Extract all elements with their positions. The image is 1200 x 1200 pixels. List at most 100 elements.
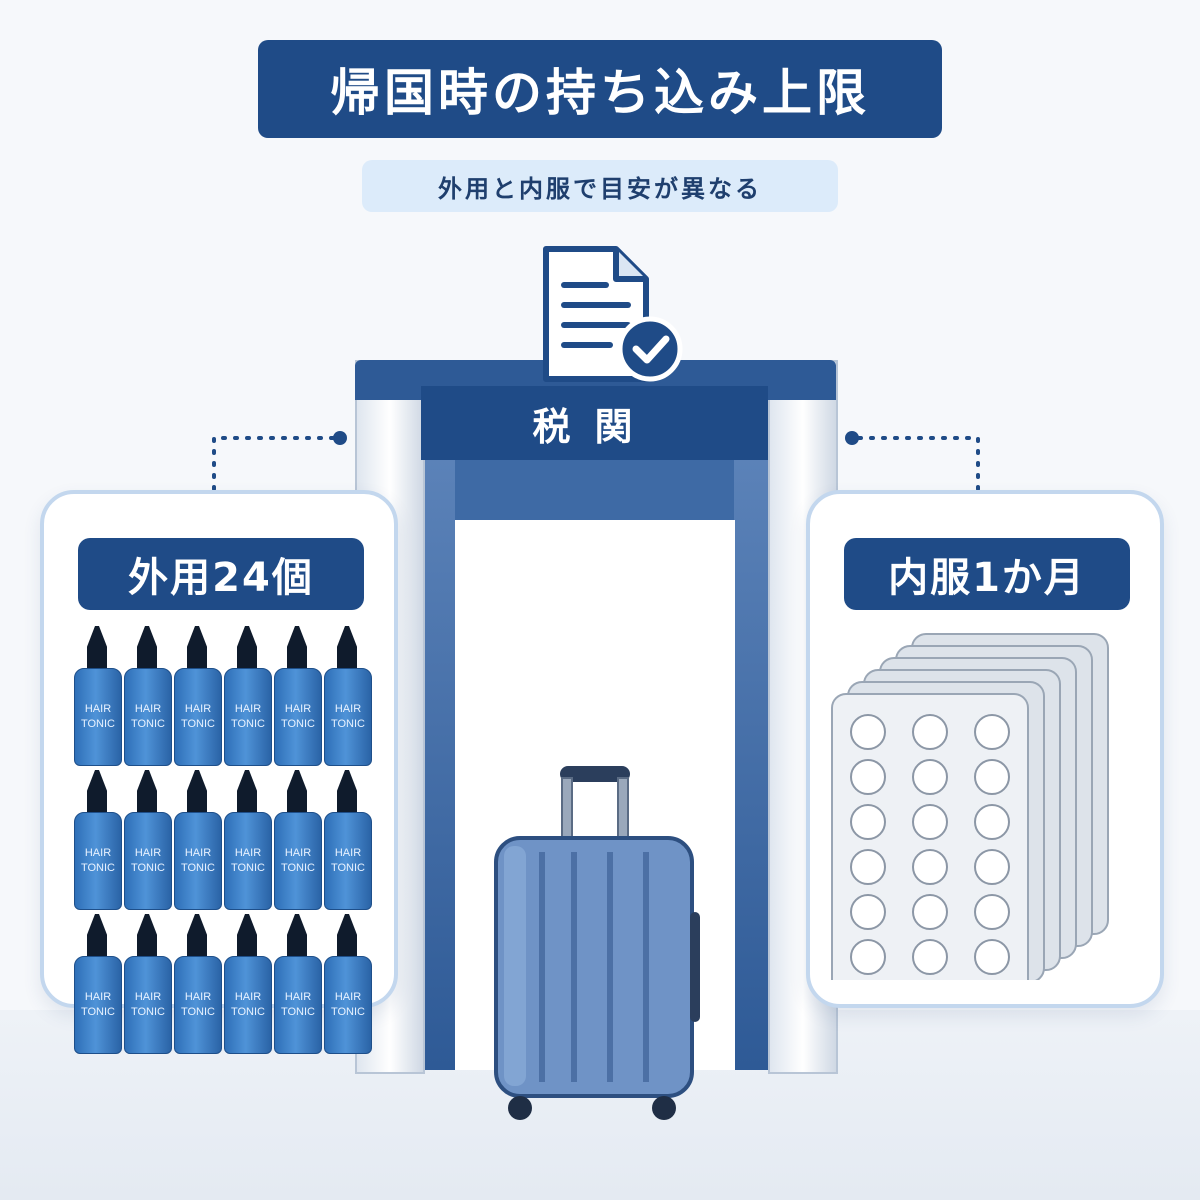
pill (912, 714, 948, 750)
page-title: 帰国時の持ち込み上限 (258, 40, 942, 138)
bottle-label-line2: TONIC (180, 1006, 216, 1018)
bottle-label-line1: HAIR (284, 847, 312, 859)
external-use-panel: 外用24個 HAIR TONIC HAIR TONIC HAIR TONIC HAIR TON… (40, 490, 398, 1054)
bottle-cap (137, 626, 157, 672)
subtitle-badge: 外用と内服で目安が異なる (362, 160, 838, 212)
bottle-cap (287, 626, 307, 672)
external-use-label: 外用24個 (78, 538, 364, 610)
bottle-cap (187, 914, 207, 960)
connector-dot-left (333, 431, 347, 445)
pill (850, 939, 886, 975)
bottle-label-line1: HAIR (234, 703, 262, 715)
bottle-label-line2: TONIC (280, 1006, 316, 1018)
bottle-cap (137, 770, 157, 816)
bottle-cap (337, 626, 357, 672)
pill (850, 804, 886, 840)
bottle-label-line2: TONIC (230, 862, 266, 874)
pill (974, 939, 1010, 975)
bottle-label-line1: HAIR (334, 847, 362, 859)
hair-tonic-bottle-icon: HAIR TONIC (224, 770, 272, 910)
hair-tonic-bottle-icon: HAIR TONIC (174, 626, 222, 766)
bottle-label-line2: TONIC (330, 862, 366, 874)
pill (912, 894, 948, 930)
pill (850, 894, 886, 930)
hair-tonic-bottle-icon: HAIR TONIC (324, 626, 372, 766)
document-check-icon (543, 246, 683, 382)
bottle-label-line1: HAIR (184, 703, 212, 715)
bottle-label-line1: HAIR (184, 991, 212, 1003)
bottle-label-line2: TONIC (80, 718, 116, 730)
bottle-label-line1: HAIR (334, 991, 362, 1003)
bottle-label-line2: TONIC (330, 1006, 366, 1018)
bottle-body: HAIR TONIC (224, 812, 272, 910)
bottle-label-line2: TONIC (180, 718, 216, 730)
bottle-label-line2: TONIC (230, 1006, 266, 1018)
pill (974, 849, 1010, 885)
bottle-cap (237, 770, 257, 816)
bottle-label-line1: HAIR (334, 703, 362, 715)
pill (974, 894, 1010, 930)
pill (912, 939, 948, 975)
bottle-cap (287, 914, 307, 960)
pill (974, 714, 1010, 750)
pill-blister-icon (831, 693, 1029, 980)
bottle-cap (187, 626, 207, 672)
bottle-label-line2: TONIC (330, 718, 366, 730)
hair-tonic-bottle-grid: HAIR TONIC HAIR TONIC HAIR TONIC HAIR TONIC HAIR… (74, 626, 374, 1058)
customs-sign: 税関 (421, 386, 768, 460)
pill (850, 849, 886, 885)
bottle-label-line2: TONIC (280, 862, 316, 874)
bottle-cap (337, 914, 357, 960)
bottle-cap (187, 770, 207, 816)
bottle-label-line1: HAIR (284, 703, 312, 715)
bottle-label-line1: HAIR (84, 703, 112, 715)
pill (850, 714, 886, 750)
bottle-cap (237, 914, 257, 960)
bottle-label-line1: HAIR (234, 991, 262, 1003)
bottle-label-line2: TONIC (280, 718, 316, 730)
bottle-cap (287, 770, 307, 816)
pill-blister-stack (831, 633, 1109, 980)
bottle-cap (87, 914, 107, 960)
hair-tonic-bottle-icon: HAIR TONIC (224, 914, 272, 1054)
pill (974, 759, 1010, 795)
bottle-body: HAIR TONIC (74, 668, 122, 766)
bottle-label-line1: HAIR (234, 847, 262, 859)
bottle-body: HAIR TONIC (274, 812, 322, 910)
pill (974, 804, 1010, 840)
bottle-cap (237, 626, 257, 672)
bottle-body: HAIR TONIC (174, 668, 222, 766)
hair-tonic-bottle-icon: HAIR TONIC (74, 626, 122, 766)
bottle-label-line1: HAIR (134, 991, 162, 1003)
bottle-body: HAIR TONIC (324, 812, 372, 910)
bottle-label-line1: HAIR (84, 847, 112, 859)
hair-tonic-bottle-icon: HAIR TONIC (324, 770, 372, 910)
gate-inner-left (421, 460, 455, 1070)
suitcase-icon (494, 766, 700, 1120)
pill (850, 759, 886, 795)
bottle-body: HAIR TONIC (224, 956, 272, 1054)
bottle-label-line2: TONIC (80, 1006, 116, 1018)
bottle-label-line2: TONIC (130, 862, 166, 874)
bottle-cap (337, 770, 357, 816)
bottle-body: HAIR TONIC (274, 668, 322, 766)
bottle-cap (87, 626, 107, 672)
bottle-body: HAIR TONIC (324, 956, 372, 1054)
gate-inner-right (734, 460, 768, 1070)
